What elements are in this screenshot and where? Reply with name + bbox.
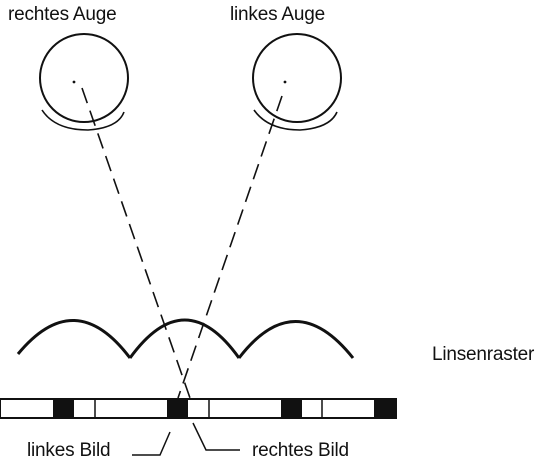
strip-block-4: [374, 399, 396, 418]
lens-arc-3: [237, 320, 355, 359]
leader-left-image: [132, 431, 171, 456]
strip-block-2: [167, 399, 188, 418]
label-lenticular-screen: Linsenraster: [432, 344, 535, 365]
eye-right: [39, 33, 129, 131]
lenticular-lenses: [16, 318, 355, 359]
image-strip: [0, 398, 397, 419]
eye-left: [252, 33, 342, 131]
strip-block-3: [281, 399, 302, 418]
sight-line-right-eye: [81, 87, 191, 399]
leader-right-image: [192, 422, 240, 451]
label-right-image: rechtes Bild: [252, 440, 349, 461]
strip-block-1: [53, 399, 74, 418]
lens-arc-2: [128, 318, 241, 359]
lens-arc-1: [16, 319, 132, 359]
label-right-eye: rechtes Auge: [8, 4, 117, 25]
pupil-left-eye: [283, 80, 287, 84]
pupil-right-eye: [72, 80, 76, 84]
sight-line-left-eye: [177, 95, 283, 399]
label-left-image: linkes Bild: [27, 440, 111, 461]
label-left-eye: linkes Auge: [230, 4, 325, 25]
